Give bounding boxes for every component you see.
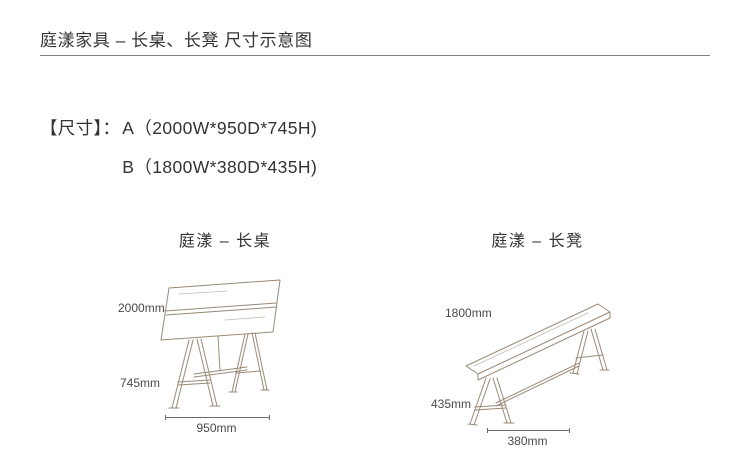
spec-line-b: B（1800W*380D*435H)	[122, 157, 318, 177]
bench-figure: 1800mm 435mm 380mm	[415, 255, 660, 465]
table-drawing	[160, 279, 281, 409]
title-underline	[40, 55, 710, 56]
specs-lines: A（2000W*950D*745H) B（1800W*380D*435H)	[122, 117, 317, 195]
table-depth-dimension-line	[165, 415, 270, 420]
table-figure-title: 庭漾 – 长桌	[178, 233, 272, 250]
bench-top	[465, 303, 611, 381]
specs-block: 【尺寸】： A（2000W*950D*745H) B（1800W*380D*43…	[40, 117, 317, 195]
table-depth-label: 950mm	[196, 421, 237, 435]
bench-figure-title: 庭漾 – 长凳	[491, 233, 584, 250]
bench-depth-label: 380mm	[507, 434, 548, 448]
table-figure: 2000mm 745mm 950mm	[100, 255, 350, 465]
table-length-label: 2000mm	[118, 301, 165, 315]
bench-drawing	[465, 303, 611, 426]
bench-height-label: 435mm	[431, 397, 472, 411]
table-top	[160, 279, 281, 341]
bench-depth-dimension-line	[487, 428, 570, 433]
bench-length-label: 1800mm	[445, 306, 492, 320]
specs-label: 【尺寸】：	[40, 118, 121, 138]
table-legs	[168, 332, 270, 409]
spec-line-a: A（2000W*950D*745H)	[122, 118, 318, 138]
bench-legs	[467, 328, 610, 426]
table-height-label: 745mm	[120, 376, 161, 390]
page-title: 庭漾家具 – 长桌、长凳 尺寸示意图	[40, 31, 313, 50]
